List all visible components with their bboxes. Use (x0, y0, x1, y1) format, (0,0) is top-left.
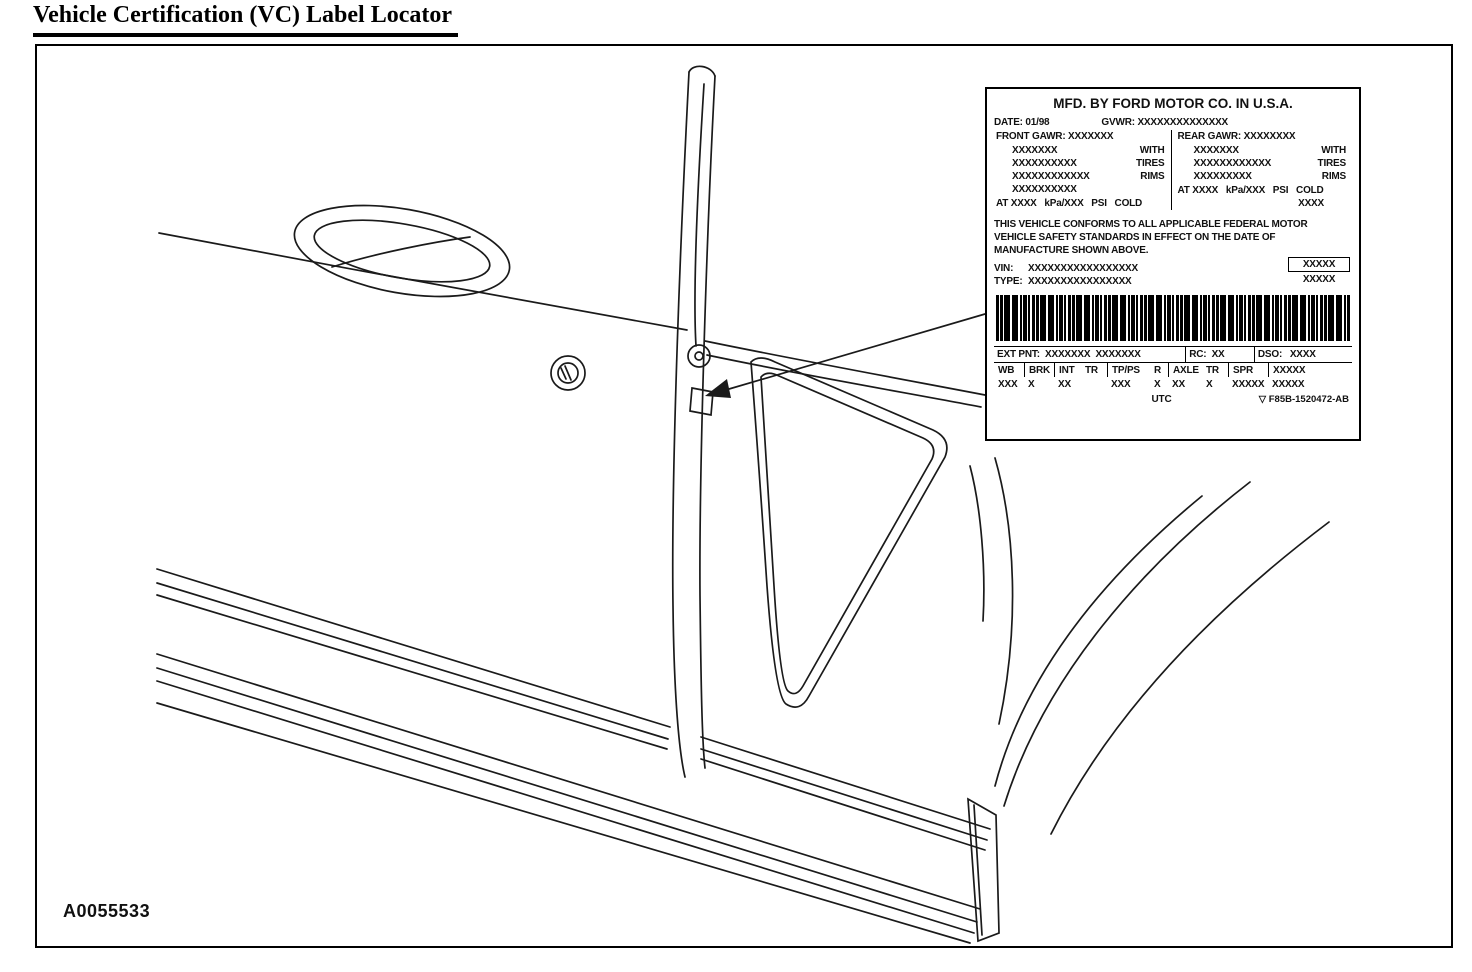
conformity-statement: THIS VEHICLE CONFORMS TO ALL APPLICABLE … (994, 219, 1308, 256)
code-box: XXXXX XXXXX (1288, 257, 1350, 286)
type-value: XXXXXXXXXXXXXXXX (1028, 276, 1132, 287)
code-box-bottom: XXXXX (1302, 274, 1336, 285)
figure-frame: MFD. BY FORD MOTOR CO. IN U.S.A. DATE: 0… (35, 44, 1453, 948)
label-footer: UTC ▽ F85B-1520472-AB (994, 393, 1352, 408)
code-box-top: XXXXX (1288, 257, 1350, 272)
door-lock-icon (550, 355, 586, 391)
rear-pressure: AT XXXX kPa/XXX PSI COLD (1177, 185, 1324, 196)
vc-label-location-mark (689, 386, 714, 417)
vin-label: VIN: (994, 263, 1014, 274)
page-title: Vehicle Certification (VC) Label Locator (33, 2, 459, 37)
vc-label: MFD. BY FORD MOTOR CO. IN U.S.A. DATE: 0… (985, 87, 1361, 441)
b-pillar (671, 65, 716, 778)
figure-code: A0055533 (63, 901, 151, 921)
rear-pressure-extra: XXXX (1298, 198, 1324, 209)
label-part-number: ▽ F85B-1520472-AB (1258, 394, 1349, 405)
label-manufacturer-header: MFD. BY FORD MOTOR CO. IN U.S.A. (1053, 96, 1293, 111)
date-gvwr-row: DATE: 01/98 GVWR: XXXXXXXXXXXXXX (994, 116, 1352, 129)
front-pressure: AT XXXX kPa/XXX PSI COLD (996, 198, 1143, 209)
beltline-right-2 (706, 354, 982, 408)
rear-gawr-value: XXXXXXXX (1241, 131, 1296, 142)
beltline-right-1 (704, 340, 986, 396)
vin-value: XXXXXXXXXXXXXXXXX (1028, 263, 1138, 274)
quarter-trim-panel (750, 357, 948, 708)
utc-text: UTC (1151, 394, 1172, 405)
front-gawr-value: XXXXXXX (1065, 131, 1114, 142)
date-value: 01/98 (1022, 117, 1050, 128)
vehicle-line-art (156, 65, 1330, 944)
date-label: DATE: (994, 117, 1023, 128)
rear-gawr-label: REAR GAWR: (1177, 131, 1242, 142)
barcode (996, 295, 1350, 341)
beltline-left (158, 232, 688, 331)
wheel-arch-curves (969, 457, 1330, 835)
rocker-panel-lines (156, 568, 1000, 944)
door-handle-icon (293, 204, 511, 298)
label-pointer-arrow (705, 313, 986, 398)
gvwr-value: XXXXXXXXXXXXXX (1134, 117, 1229, 128)
front-gawr-label: FRONT GAWR: (996, 131, 1066, 142)
type-label: TYPE: (994, 276, 1023, 287)
gvwr-label: GVWR: (1101, 117, 1135, 128)
vin-type-block: VIN:XXXXXXXXXXXXXXXXX TYPE:XXXXXXXXXXXXX… (994, 257, 1352, 288)
